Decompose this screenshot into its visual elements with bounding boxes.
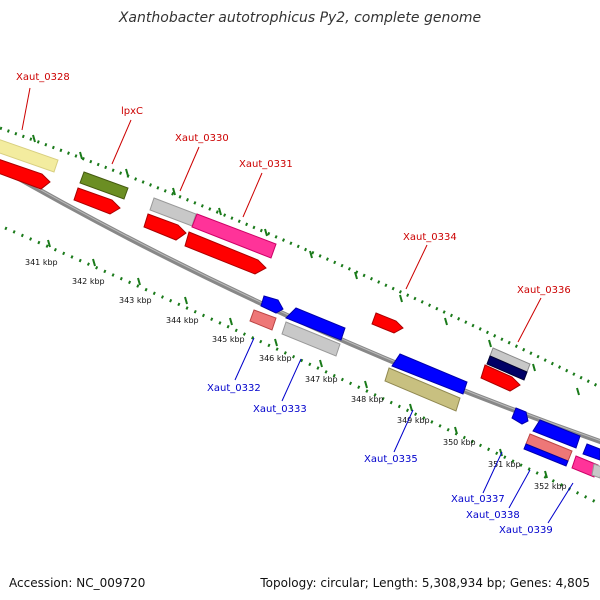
tick-label-344: 344 kbp (166, 316, 199, 325)
gene-label-xaut0338[interactable]: Xaut_0338 (466, 510, 520, 521)
reverse-genes (249, 295, 600, 479)
gene-xaut0330-arrow[interactable] (143, 213, 187, 241)
gene-xaut0337-arrow[interactable] (532, 419, 581, 449)
gene-xaut0339-gray[interactable] (591, 463, 600, 479)
reverse-gene-labels: Xaut_0332 Xaut_0333 Xaut_0335 Xaut_0337 … (207, 383, 553, 536)
outer-tick (32, 134, 36, 143)
inner-tick (499, 448, 503, 457)
gene-label-xaut0337[interactable]: Xaut_0337 (451, 494, 505, 505)
forward-gene-labels: Xaut_0328 lpxC Xaut_0330 Xaut_0331 Xaut_… (16, 72, 571, 296)
outer-tick (309, 250, 313, 259)
accession-label: Accession: NC_009720 (9, 576, 146, 590)
gene-xaut0328-arrow[interactable] (0, 158, 51, 190)
gene-xaut0328-cds-bar[interactable] (0, 138, 59, 173)
gene-small-blue-arrow[interactable] (511, 407, 529, 425)
gene-far-right-blue[interactable] (582, 443, 600, 461)
outer-tick (532, 363, 536, 372)
gene-label-xaut0339[interactable]: Xaut_0339 (499, 525, 553, 536)
leader-xaut0339 (547, 482, 574, 524)
outer-tick (488, 339, 492, 348)
tick-label-347: 347 kbp (305, 375, 338, 384)
gene-xaut0334-arrow[interactable] (371, 312, 404, 334)
gene-label-xaut0332[interactable]: Xaut_0332 (207, 383, 261, 394)
outer-tick (125, 168, 129, 177)
gene-xaut0332-bar[interactable] (249, 309, 277, 331)
outer-tick (218, 207, 222, 216)
leader-xaut0334 (405, 244, 428, 290)
leader-xaut0337 (482, 451, 503, 494)
tick-label-352: 352 kbp (534, 482, 567, 491)
map-title: Xanthobacter autotrophicus Py2, complete… (118, 10, 482, 26)
outer-tick (79, 151, 83, 160)
tick-label-345: 345 kbp (212, 335, 245, 344)
gene-label-lpxc[interactable]: lpxC (121, 106, 143, 117)
inner-tick (137, 277, 141, 286)
inner-ticks (47, 239, 548, 479)
gene-lpxc-arrow[interactable] (73, 187, 121, 215)
gene-xaut0335-arrow[interactable] (391, 353, 468, 395)
tick-label-351: 351 kbp (488, 460, 521, 469)
inner-dotted-ring (4, 226, 600, 506)
outer-ticks (32, 134, 580, 396)
leader-xaut0328 (21, 87, 31, 131)
outer-tick (354, 271, 358, 280)
gene-label-xaut0334[interactable]: Xaut_0334 (403, 232, 457, 243)
gene-xaut0332-arrow[interactable] (260, 295, 284, 314)
outer-tick (444, 317, 448, 326)
leader-xaut0336 (517, 297, 542, 343)
leader-xaut0333 (281, 358, 302, 402)
outer-tick (264, 228, 268, 237)
inner-tick (319, 359, 323, 368)
outer-tick (399, 294, 403, 303)
gene-xaut0335-bar[interactable] (384, 367, 461, 412)
gene-label-xaut0333[interactable]: Xaut_0333 (253, 404, 307, 415)
inner-tick (229, 317, 233, 326)
outer-dotted-ring (0, 126, 600, 389)
gene-xaut0331-bar[interactable] (191, 213, 277, 259)
leader-xaut0330 (179, 146, 200, 192)
gene-xaut0336-bar-navy[interactable] (486, 355, 528, 381)
gene-label-xaut0335[interactable]: Xaut_0335 (364, 454, 418, 465)
leader-xaut0338 (508, 469, 531, 509)
leader-xaut0335 (393, 409, 414, 453)
gene-xaut0333-arrow[interactable] (285, 307, 346, 341)
forward-genes (0, 138, 531, 392)
gene-label-xaut0328[interactable]: Xaut_0328 (16, 72, 70, 83)
gene-xaut0339-bar[interactable] (571, 455, 599, 478)
tick-label-350: 350 kbp (443, 438, 476, 447)
genome-summary: Topology: circular; Length: 5,308,934 bp… (260, 576, 590, 590)
inner-tick (47, 239, 51, 248)
tick-label-341: 341 kbp (25, 258, 58, 267)
inner-tick (184, 296, 188, 305)
leader-lpxc (111, 119, 132, 165)
inner-tick (409, 403, 413, 412)
gene-xaut0331-arrow[interactable] (184, 231, 267, 275)
gene-label-xaut0330[interactable]: Xaut_0330 (175, 133, 229, 144)
tick-label-343: 343 kbp (119, 296, 152, 305)
inner-tick (274, 338, 278, 347)
reverse-leaders (234, 337, 574, 524)
outer-tick (576, 387, 580, 396)
gene-label-xaut0336[interactable]: Xaut_0336 (517, 285, 571, 296)
tick-label-349: 349 kbp (397, 416, 430, 425)
gene-lpxc-bar[interactable] (79, 171, 129, 200)
gene-xaut0336-arrow[interactable] (480, 364, 521, 392)
tick-labels: 341 kbp 342 kbp 343 kbp 344 kbp 345 kbp … (25, 258, 567, 491)
gene-xaut0338-stripe[interactable] (523, 443, 569, 467)
inner-tick (544, 470, 548, 479)
leader-xaut0331 (242, 172, 263, 218)
inner-tick (364, 380, 368, 389)
gene-label-xaut0331[interactable]: Xaut_0331 (239, 159, 293, 170)
inner-tick (92, 258, 96, 267)
leader-xaut0332 (234, 337, 255, 381)
forward-leaders (21, 87, 542, 343)
gene-xaut0333-bar[interactable] (281, 321, 341, 357)
tick-label-348: 348 kbp (351, 395, 384, 404)
tick-label-346: 346 kbp (259, 354, 292, 363)
tick-label-342: 342 kbp (72, 277, 105, 286)
inner-tick (454, 426, 458, 435)
outer-tick (172, 187, 176, 196)
